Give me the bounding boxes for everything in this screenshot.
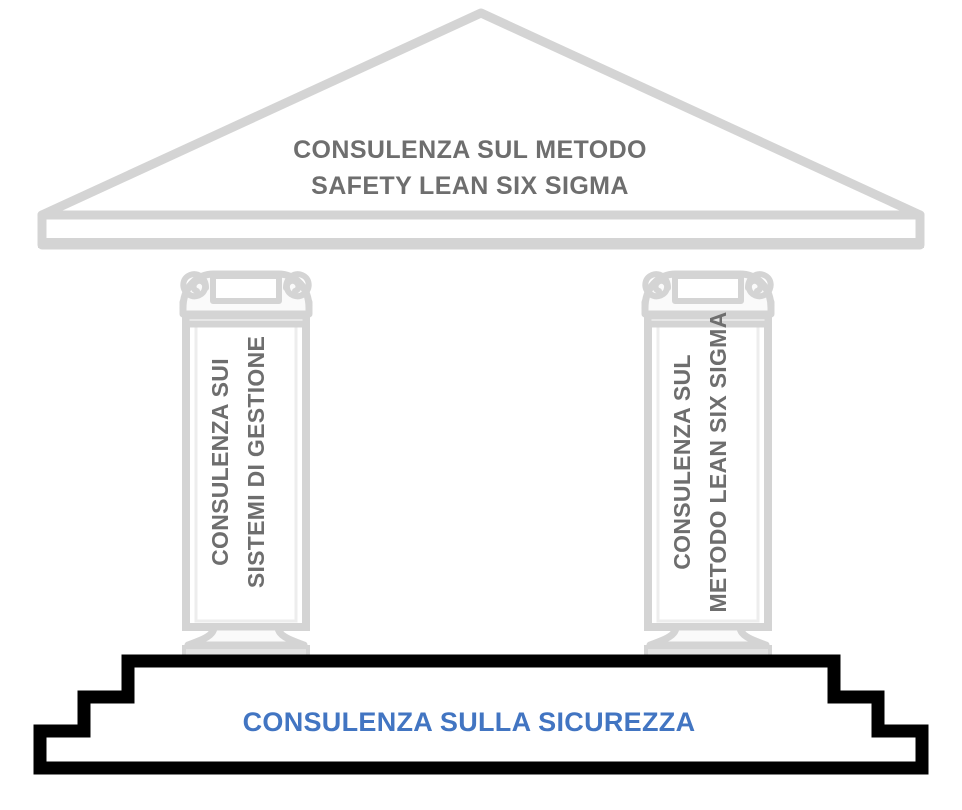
pediment-group	[37, 8, 925, 250]
pediment-line-2: SAFETY LEAN SIX SIGMA	[311, 172, 629, 200]
base-right	[646, 627, 770, 659]
column-left-line-2: SISTEMI DI GESTIONE	[243, 336, 269, 588]
stepped-base-group	[33, 654, 929, 775]
column-left-group	[183, 274, 309, 659]
column-right-line-2: METODO LEAN SIX SIGMA	[705, 311, 731, 612]
base-left	[184, 627, 308, 659]
pediment-line-1: CONSULENZA SUL METODO	[293, 136, 647, 164]
column-left-line-1: CONSULENZA SUI	[207, 358, 233, 566]
column-right-group	[645, 274, 771, 659]
base-label: CONSULENZA SULLA SICUREZZA	[243, 707, 696, 737]
capital-left	[183, 274, 309, 324]
column-right-line-1: CONSULENZA SUL	[669, 354, 695, 569]
